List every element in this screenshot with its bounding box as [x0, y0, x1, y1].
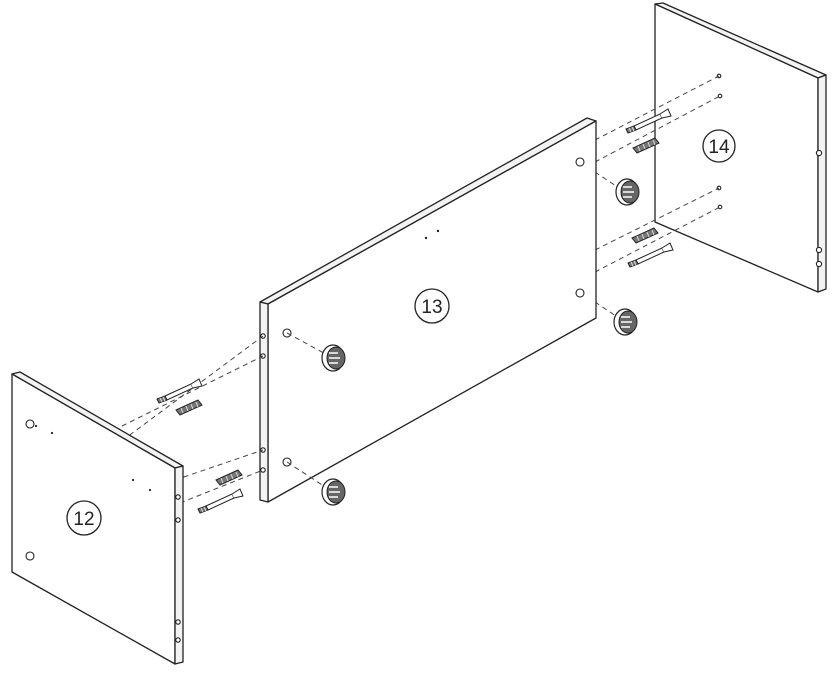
- cam-lock-icon: [613, 308, 638, 336]
- cam-bolt-icon: [197, 488, 244, 514]
- cam-lock-icon: [615, 178, 640, 206]
- panel-14-number: 14: [708, 137, 730, 158]
- cam-bolt-icon: [156, 378, 203, 404]
- cam-bolt-icon: [627, 242, 674, 268]
- cam-lock-icon: [321, 344, 346, 372]
- panel-13: 13: [259, 117, 597, 503]
- panel-14-label: 14: [702, 129, 736, 163]
- panel-12: 12: [11, 371, 184, 665]
- panel-12-number: 12: [73, 509, 94, 530]
- panel-13-number: 13: [421, 297, 442, 318]
- panel-14: 14: [654, 2, 827, 293]
- wood-dowel-icon: [215, 469, 243, 486]
- panel-12-label: 12: [66, 500, 102, 536]
- panel-13-label: 13: [414, 288, 450, 324]
- wood-dowel-icon: [175, 399, 203, 416]
- cam-lock-icon: [321, 478, 346, 506]
